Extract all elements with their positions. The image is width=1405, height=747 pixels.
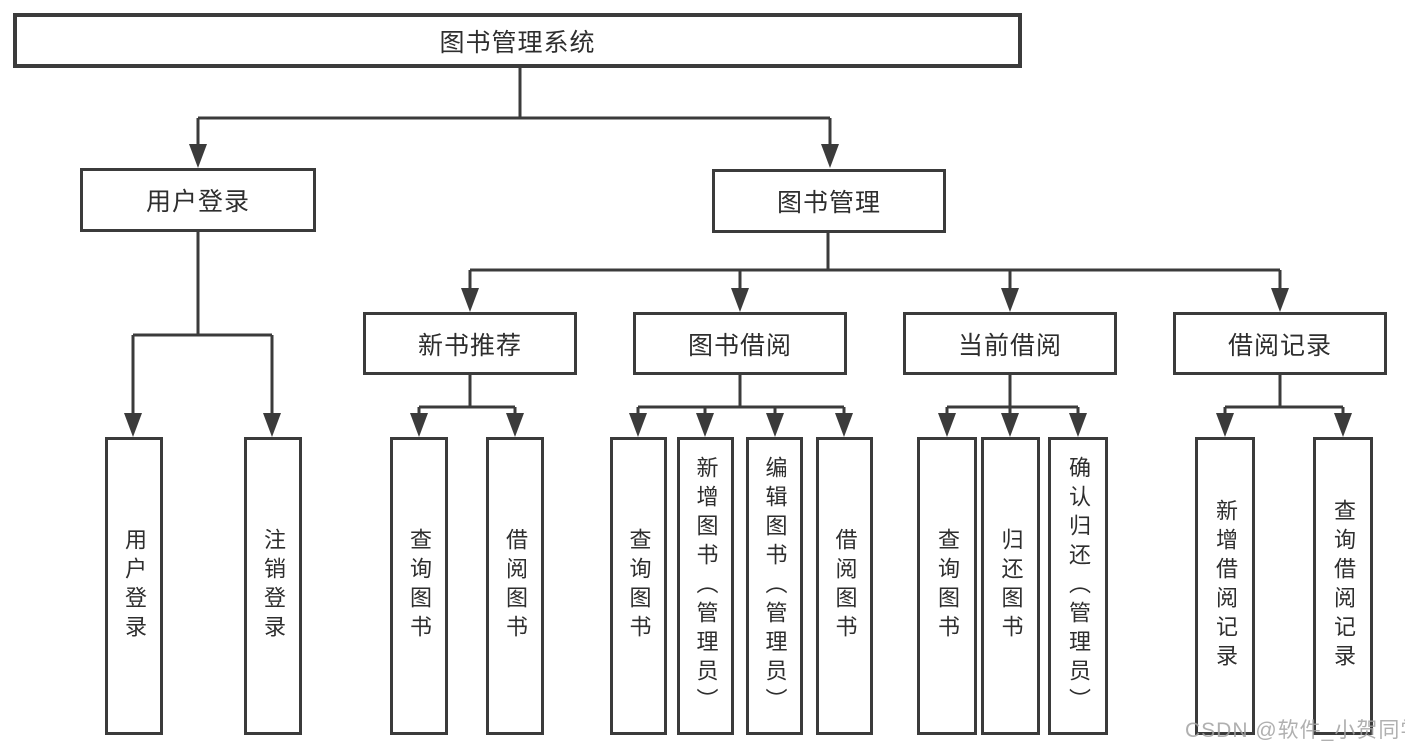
node-book-management: 图书管理 xyxy=(712,169,946,233)
leaf-return-books: 归还图书 xyxy=(981,437,1040,735)
connector-borrow-records-arrowheads xyxy=(1216,413,1352,437)
leaf-add-books-admin: 新增图书（管理员） xyxy=(677,437,734,735)
connector-borrow-records-lines xyxy=(1223,375,1345,416)
connector-book-management xyxy=(461,233,1289,312)
connector-book-management-lines xyxy=(468,233,1282,290)
leaf-query-books-recommend: 查询图书 xyxy=(390,437,448,735)
leaf-query-books-current: 查询图书 xyxy=(917,437,977,735)
node-borrow-records: 借阅记录 xyxy=(1173,312,1387,375)
connector-current-borrow xyxy=(938,375,1087,437)
connector-root xyxy=(189,67,839,168)
leaf-borrow-books: 借阅图书 xyxy=(816,437,873,735)
connector-book-borrow xyxy=(629,375,853,437)
leaf-borrow-books-recommend: 借阅图书 xyxy=(486,437,544,735)
connector-root-arrowheads xyxy=(189,144,839,168)
leaf-confirm-return-admin: 确认归还（管理员） xyxy=(1048,437,1108,735)
leaf-logout-login: 注销登录 xyxy=(244,437,302,735)
connector-new-book-recommend xyxy=(410,375,524,437)
leaf-query-books-borrow: 查询图书 xyxy=(610,437,667,735)
leaf-edit-books-admin: 编辑图书（管理员） xyxy=(746,437,803,735)
connector-user-login-arrowheads xyxy=(124,413,281,437)
node-library-system: 图书管理系统 xyxy=(13,13,1022,68)
node-current-borrow: 当前借阅 xyxy=(903,312,1117,375)
connector-user-login-lines xyxy=(131,232,274,415)
node-book-borrow: 图书借阅 xyxy=(633,312,847,375)
leaf-add-borrow-record: 新增借阅记录 xyxy=(1195,437,1255,735)
connector-book-management-arrowheads xyxy=(461,288,1289,312)
node-user-login: 用户登录 xyxy=(80,168,316,232)
connector-current-borrow-arrowheads xyxy=(938,413,1087,437)
leaf-query-borrow-record: 查询借阅记录 xyxy=(1313,437,1373,735)
connector-new-book-recommend-lines xyxy=(417,375,517,416)
connector-user-login xyxy=(124,232,281,437)
node-new-book-recommend: 新书推荐 xyxy=(363,312,577,375)
connector-borrow-records xyxy=(1216,375,1352,437)
connector-current-borrow-lines xyxy=(945,375,1080,416)
watermark-csdn: CSDN @软件_小贺同学 xyxy=(1185,719,1405,742)
leaf-user-login: 用户登录 xyxy=(105,437,163,735)
connector-new-book-recommend-arrowheads xyxy=(410,413,524,437)
connector-root-lines xyxy=(196,67,832,146)
connector-book-borrow-lines xyxy=(636,375,846,416)
connector-book-borrow-arrowheads xyxy=(629,413,853,437)
